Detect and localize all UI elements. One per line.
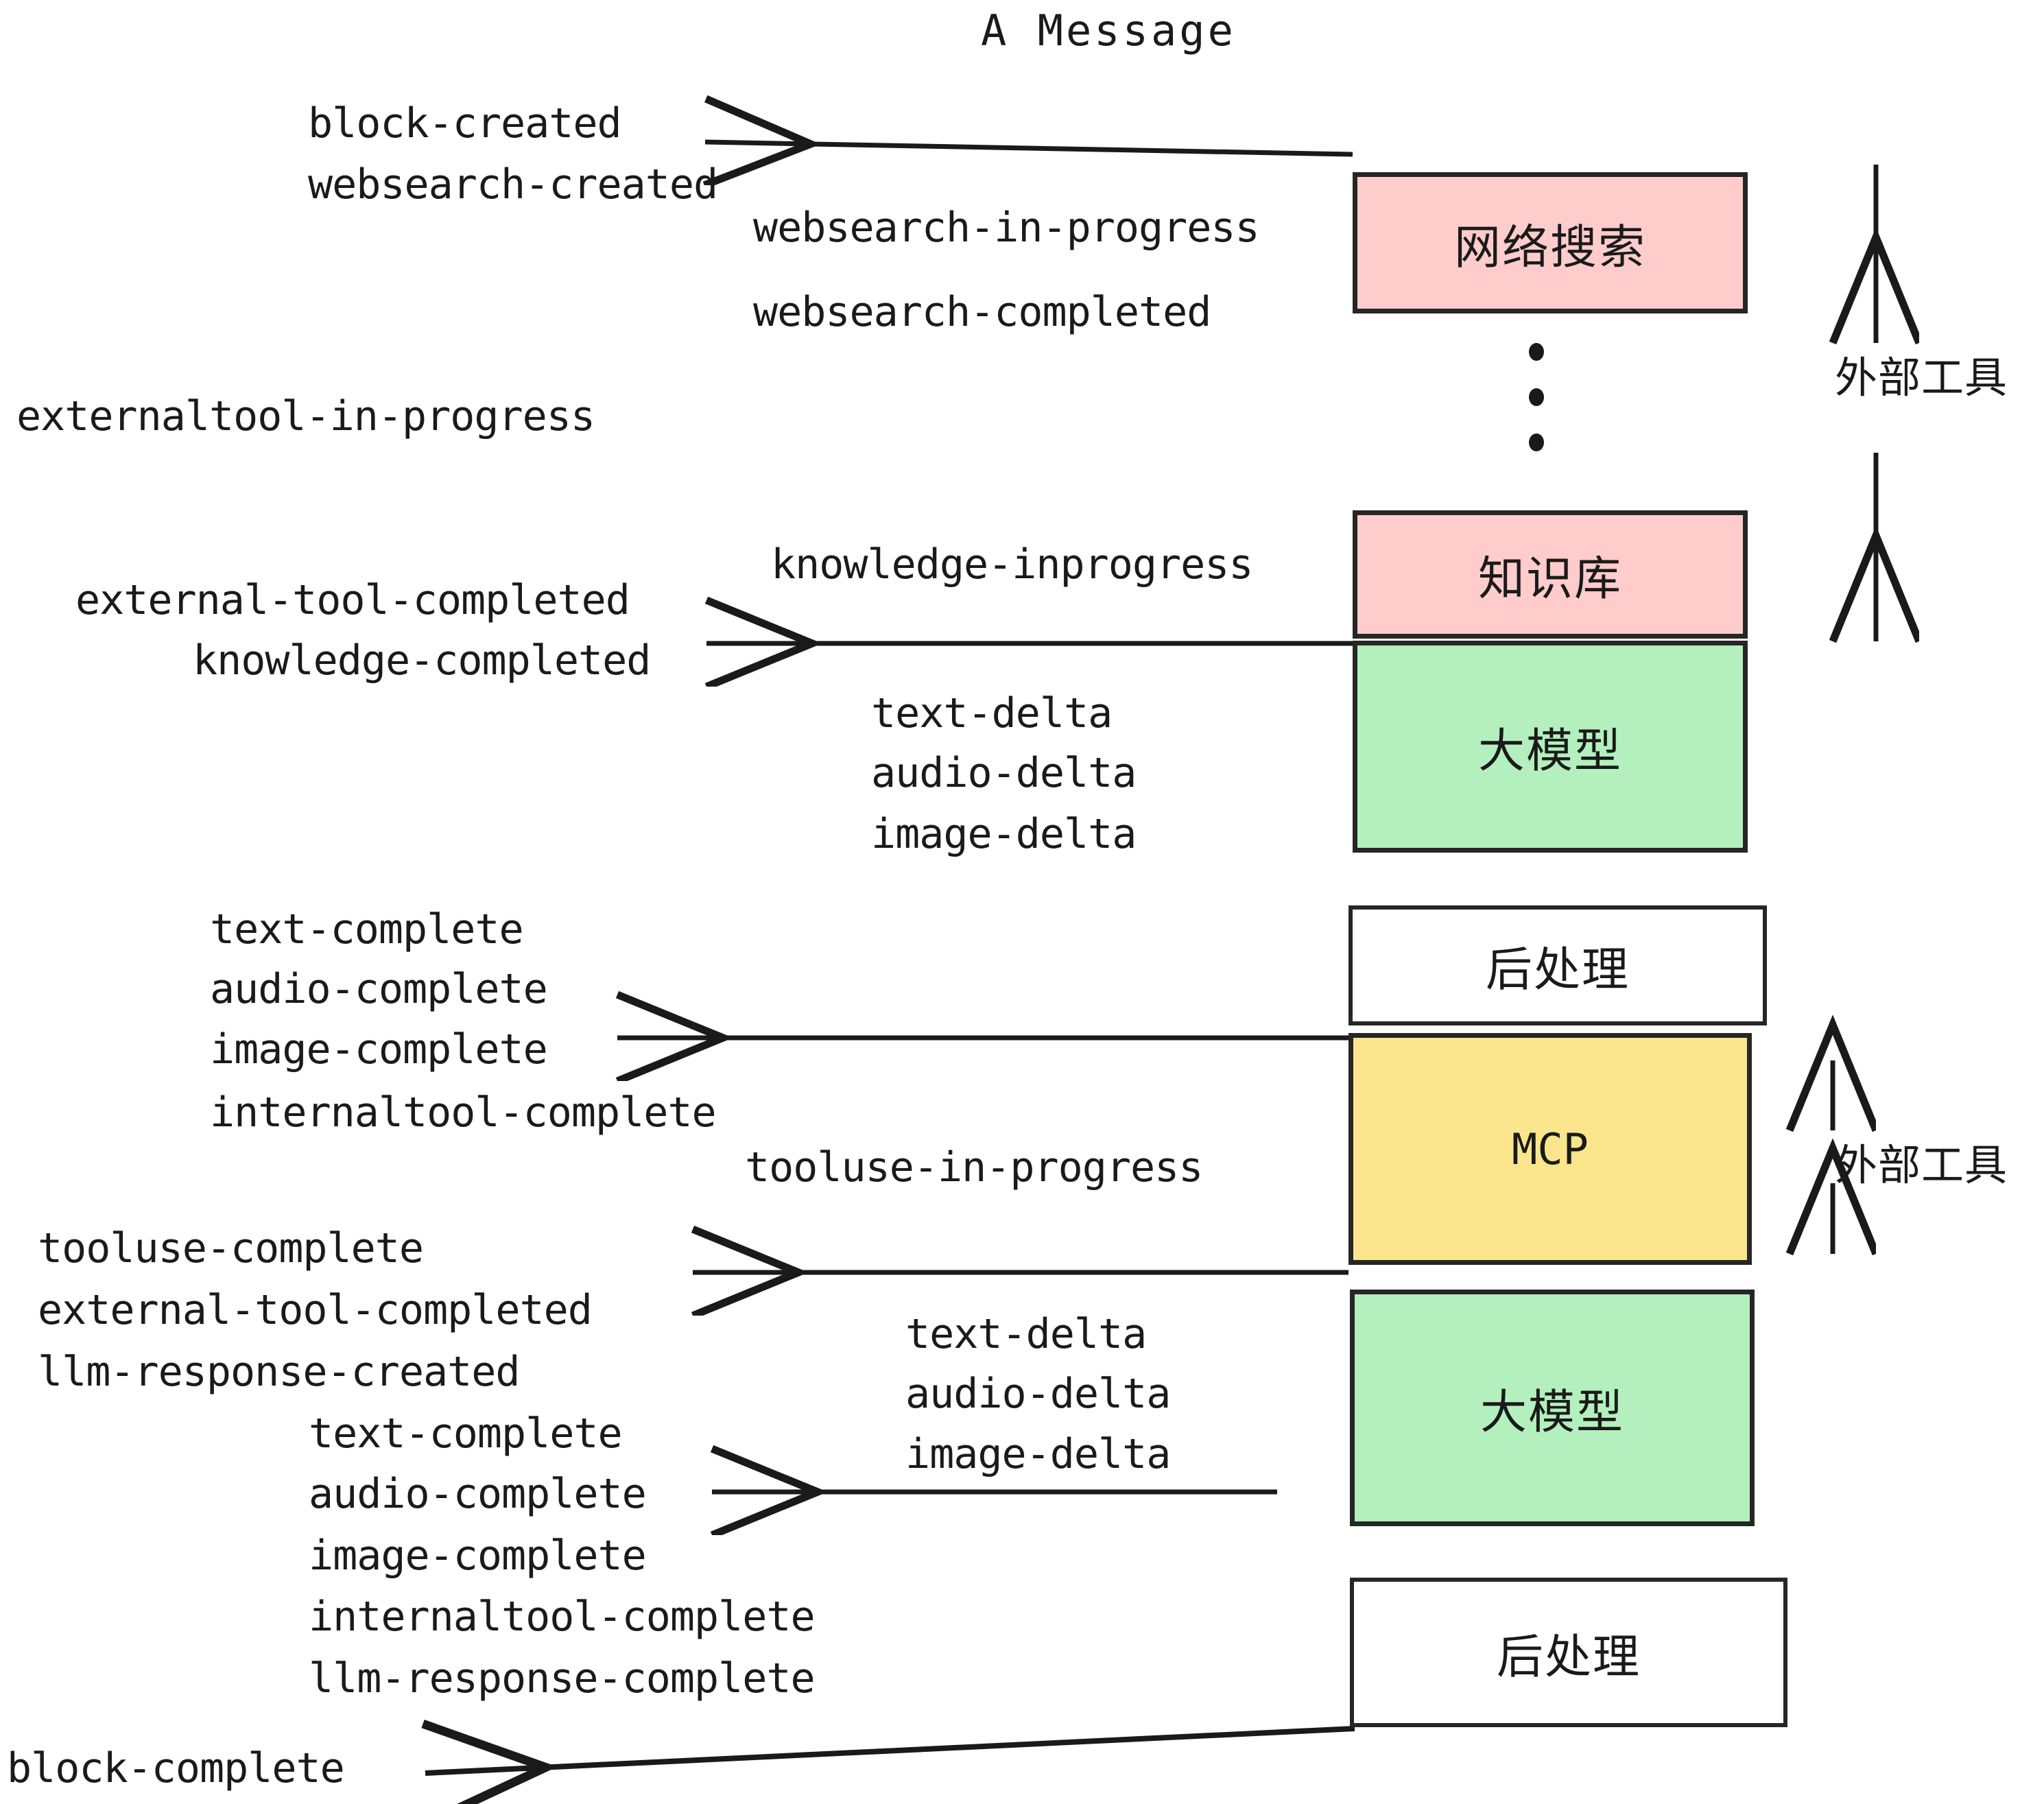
- node-websearch-label: 网络搜索: [1453, 220, 1646, 275]
- arrow-postprocess-to-block-complete: [425, 1729, 1355, 1773]
- node-postprocess-top-label: 后处理: [1485, 943, 1630, 997]
- node-llm-top-label: 大模型: [1477, 724, 1622, 779]
- event-image-complete-1: image-complete: [210, 1025, 548, 1073]
- event-websearch-in-progress: websearch-in-progress: [753, 204, 1260, 252]
- page-title: A Message: [981, 5, 1236, 56]
- event-llm-response-complete: llm-response-complete: [309, 1654, 816, 1702]
- event-text-delta-2: text-delta: [905, 1310, 1147, 1358]
- event-llm-response-created: llm-response-created: [38, 1348, 520, 1396]
- event-text-delta-1: text-delta: [871, 689, 1113, 737]
- side-label-external-tools-bottom: 外部工具: [1835, 1140, 2008, 1190]
- event-audio-complete-1: audio-complete: [210, 965, 548, 1013]
- event-tooluse-in-progress: tooluse-in-progress: [745, 1143, 1203, 1191]
- event-block-complete: block-complete: [7, 1744, 345, 1792]
- node-postprocess-top[interactable]: 后处理: [1348, 905, 1767, 1025]
- arrow-websearch-to-block-created: [705, 142, 1353, 154]
- node-postprocess-bottom-label: 后处理: [1496, 1630, 1641, 1685]
- side-label-external-tools-top: 外部工具: [1835, 353, 2008, 403]
- event-websearch-completed: websearch-completed: [753, 288, 1211, 336]
- event-internaltool-complete-2: internaltool-complete: [309, 1593, 816, 1641]
- event-external-tool-completed-2: external-tool-completed: [38, 1286, 593, 1334]
- event-externaltool-in-progress: externaltool-in-progress: [16, 392, 595, 440]
- event-image-delta-2: image-delta: [905, 1430, 1171, 1478]
- ellipsis-vertical-icon: [1528, 343, 1545, 451]
- event-knowledge-completed: knowledge-completed: [193, 637, 651, 685]
- event-image-complete-2: image-complete: [309, 1532, 647, 1580]
- event-tooluse-complete: tooluse-complete: [38, 1224, 424, 1272]
- node-postprocess-bottom[interactable]: 后处理: [1350, 1578, 1787, 1727]
- event-audio-delta-2: audio-delta: [905, 1370, 1171, 1418]
- node-websearch[interactable]: 网络搜索: [1353, 172, 1748, 313]
- event-text-complete-2: text-complete: [309, 1410, 623, 1458]
- event-internaltool-complete-1: internaltool-complete: [210, 1089, 717, 1137]
- node-mcp-label: MCP: [1512, 1124, 1589, 1174]
- node-knowledge-base[interactable]: 知识库: [1353, 510, 1748, 639]
- node-mcp[interactable]: MCP: [1348, 1033, 1752, 1265]
- event-text-complete-1: text-complete: [210, 905, 524, 953]
- event-image-delta-1: image-delta: [871, 810, 1137, 858]
- event-external-tool-completed-1: external-tool-completed: [75, 576, 630, 624]
- node-knowledge-base-label: 知识库: [1477, 552, 1622, 606]
- event-audio-delta-1: audio-delta: [871, 749, 1137, 797]
- node-llm-bottom-label: 大模型: [1479, 1386, 1624, 1440]
- node-llm-top[interactable]: 大模型: [1353, 641, 1748, 853]
- event-audio-complete-2: audio-complete: [309, 1470, 647, 1518]
- event-websearch-created: websearch-created: [308, 161, 718, 209]
- event-knowledge-inprogress: knowledge-inprogress: [771, 541, 1253, 589]
- event-block-created: block-created: [308, 99, 622, 147]
- node-llm-bottom[interactable]: 大模型: [1350, 1290, 1755, 1526]
